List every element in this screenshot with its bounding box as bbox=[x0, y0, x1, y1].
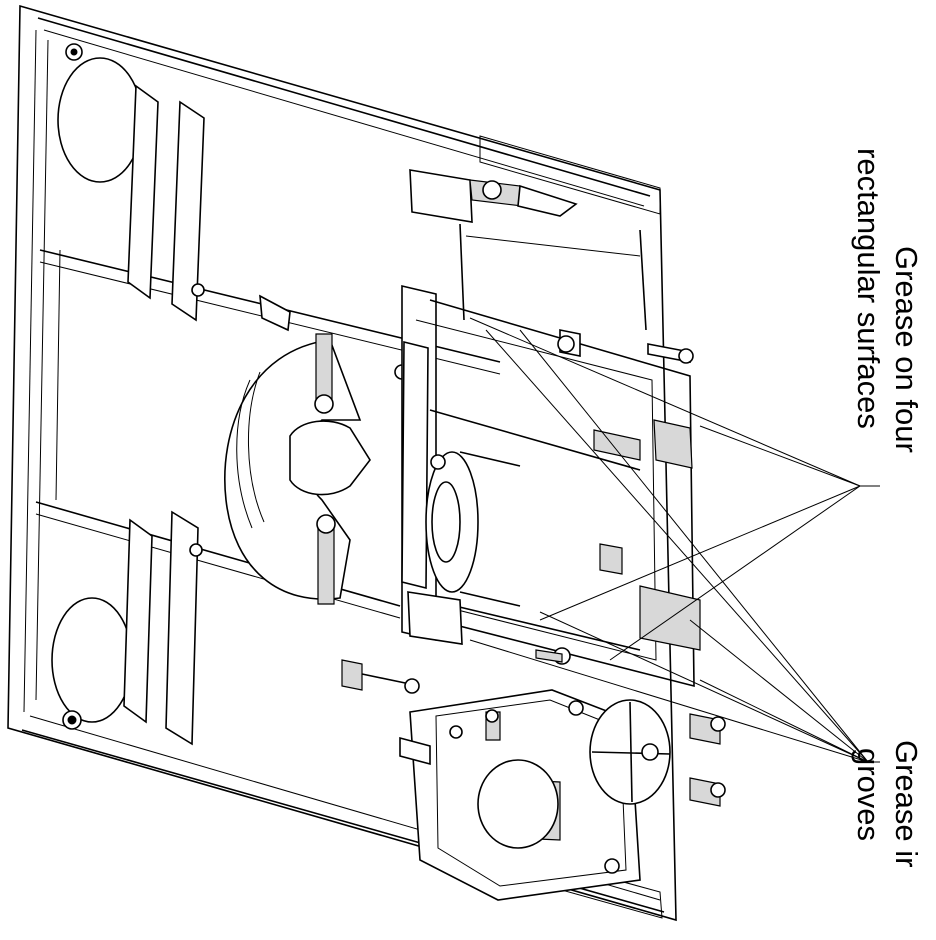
callout-surfaces-line1: Grease on four bbox=[889, 246, 924, 453]
central-carriage bbox=[401, 284, 701, 688]
callout-grooves-line2: groves bbox=[851, 748, 886, 841]
left-lower-disc bbox=[51, 597, 133, 730]
callout-grooves: Grease ir groves bbox=[851, 740, 924, 867]
base-frame bbox=[7, 4, 677, 922]
callout-surfaces-line2: rectangular surfaces bbox=[851, 148, 886, 429]
slanted-ribs bbox=[123, 84, 205, 746]
gear-disc bbox=[224, 294, 371, 600]
left-upper-disc bbox=[57, 43, 143, 183]
gear-posts bbox=[314, 333, 410, 605]
callout-grooves-line1: Grease ir bbox=[889, 740, 924, 867]
lower-gearbox bbox=[399, 689, 726, 901]
top-slide bbox=[409, 169, 647, 331]
leader-lines-grooves bbox=[469, 329, 880, 763]
link-arm bbox=[341, 659, 420, 694]
callout-surfaces: Grease on four rectangular surfaces bbox=[851, 148, 924, 453]
